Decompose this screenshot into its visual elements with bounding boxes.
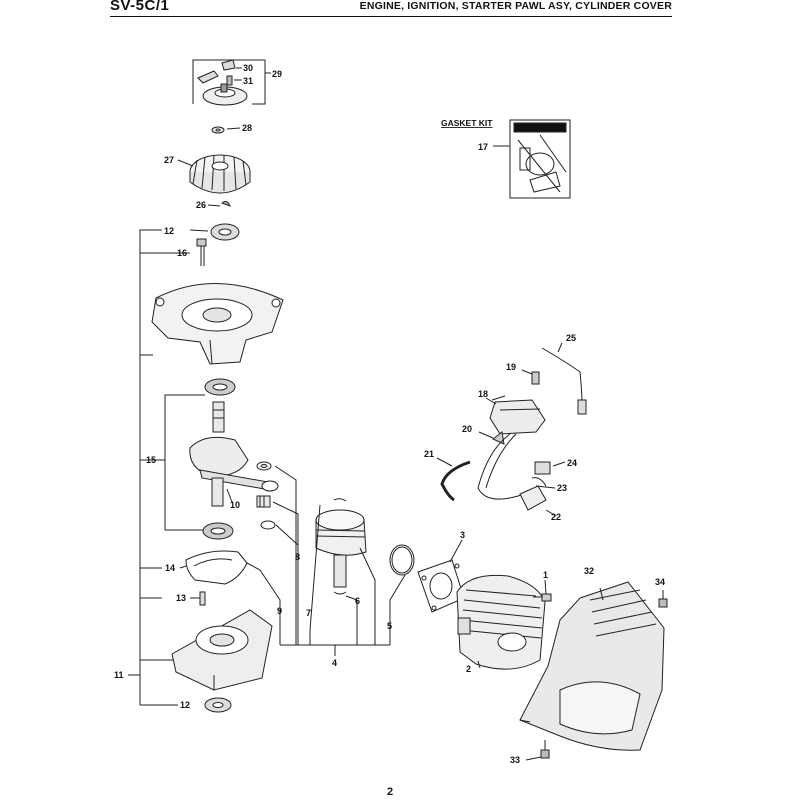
oil-seal-part xyxy=(210,223,240,241)
assembly-bracket-left xyxy=(128,229,209,706)
callout-33: 33 xyxy=(510,755,520,765)
callout-5: 5 xyxy=(387,621,392,631)
page-title: ENGINE, IGNITION, STARTER PAWL ASY, CYLI… xyxy=(359,0,672,12)
flywheel-part xyxy=(177,154,251,194)
callout-26: 26 xyxy=(196,200,206,210)
callout-27: 27 xyxy=(164,155,174,165)
callout-28: 28 xyxy=(242,123,252,133)
callout-24: 24 xyxy=(567,458,577,468)
starter-pawl-assembly xyxy=(192,59,271,106)
crankcase-upper-part xyxy=(151,283,284,365)
callout-22: 22 xyxy=(551,512,561,522)
callout-31: 31 xyxy=(243,76,253,86)
washer-set-part xyxy=(256,461,299,645)
callout-13: 13 xyxy=(176,593,186,603)
callout-14: 14 xyxy=(165,563,175,573)
cylinder-part xyxy=(456,574,546,670)
gasket-kit-box xyxy=(493,119,571,199)
callout-1: 1 xyxy=(543,570,548,580)
callout-17: 17 xyxy=(478,142,488,152)
callout-25: 25 xyxy=(566,333,576,343)
screw-part xyxy=(533,579,552,602)
callout-29: 29 xyxy=(272,69,282,79)
ignition-coil-part xyxy=(477,369,546,500)
dowel-pin-part xyxy=(190,591,206,606)
oil-seal-lower-part xyxy=(204,697,232,713)
bolt-part xyxy=(196,238,207,266)
callout-23: 23 xyxy=(557,483,567,493)
callout-32: 32 xyxy=(584,566,594,576)
callout-9: 9 xyxy=(277,606,282,616)
callout-34: 34 xyxy=(655,577,665,587)
plug-cap-part xyxy=(519,461,566,517)
screw-cover-part xyxy=(658,590,668,608)
callout-12-top: 12 xyxy=(164,226,174,236)
callout-10: 10 xyxy=(230,500,240,510)
callout-2: 2 xyxy=(466,664,471,674)
ignition-wire-part xyxy=(541,342,587,415)
hose-part xyxy=(436,457,471,502)
callout-8: 8 xyxy=(295,552,300,562)
callout-18: 18 xyxy=(478,389,488,399)
page-number: 2 xyxy=(386,786,394,798)
crankcase-lower-part xyxy=(171,609,273,691)
crankshaft-part xyxy=(189,401,279,507)
callout-6: 6 xyxy=(355,596,360,606)
callout-30: 30 xyxy=(243,63,253,73)
bearing-lower-part xyxy=(202,522,234,540)
gasket-kit-label: GASKET KIT xyxy=(441,118,493,128)
woodruff-key-part xyxy=(207,201,231,207)
piston-part xyxy=(280,498,415,656)
callout-19: 19 xyxy=(506,362,516,372)
crankcase-gasket-part xyxy=(179,550,281,645)
callout-11: 11 xyxy=(114,670,124,680)
callout-16: 16 xyxy=(177,248,187,258)
callout-15: 15 xyxy=(146,455,156,465)
callout-12-bottom: 12 xyxy=(180,700,190,710)
screw-bottom-part xyxy=(525,740,550,761)
bearing-upper-part xyxy=(204,378,236,396)
callout-21: 21 xyxy=(424,449,434,459)
header-rule xyxy=(110,16,672,17)
callout-4: 4 xyxy=(332,658,337,668)
callout-7: 7 xyxy=(306,608,311,618)
washer-part xyxy=(211,126,241,134)
callout-3: 3 xyxy=(460,530,465,540)
callout-20: 20 xyxy=(462,424,472,434)
model-number: SV-5C/1 xyxy=(110,0,170,14)
cylinder-cover-part xyxy=(519,581,665,751)
